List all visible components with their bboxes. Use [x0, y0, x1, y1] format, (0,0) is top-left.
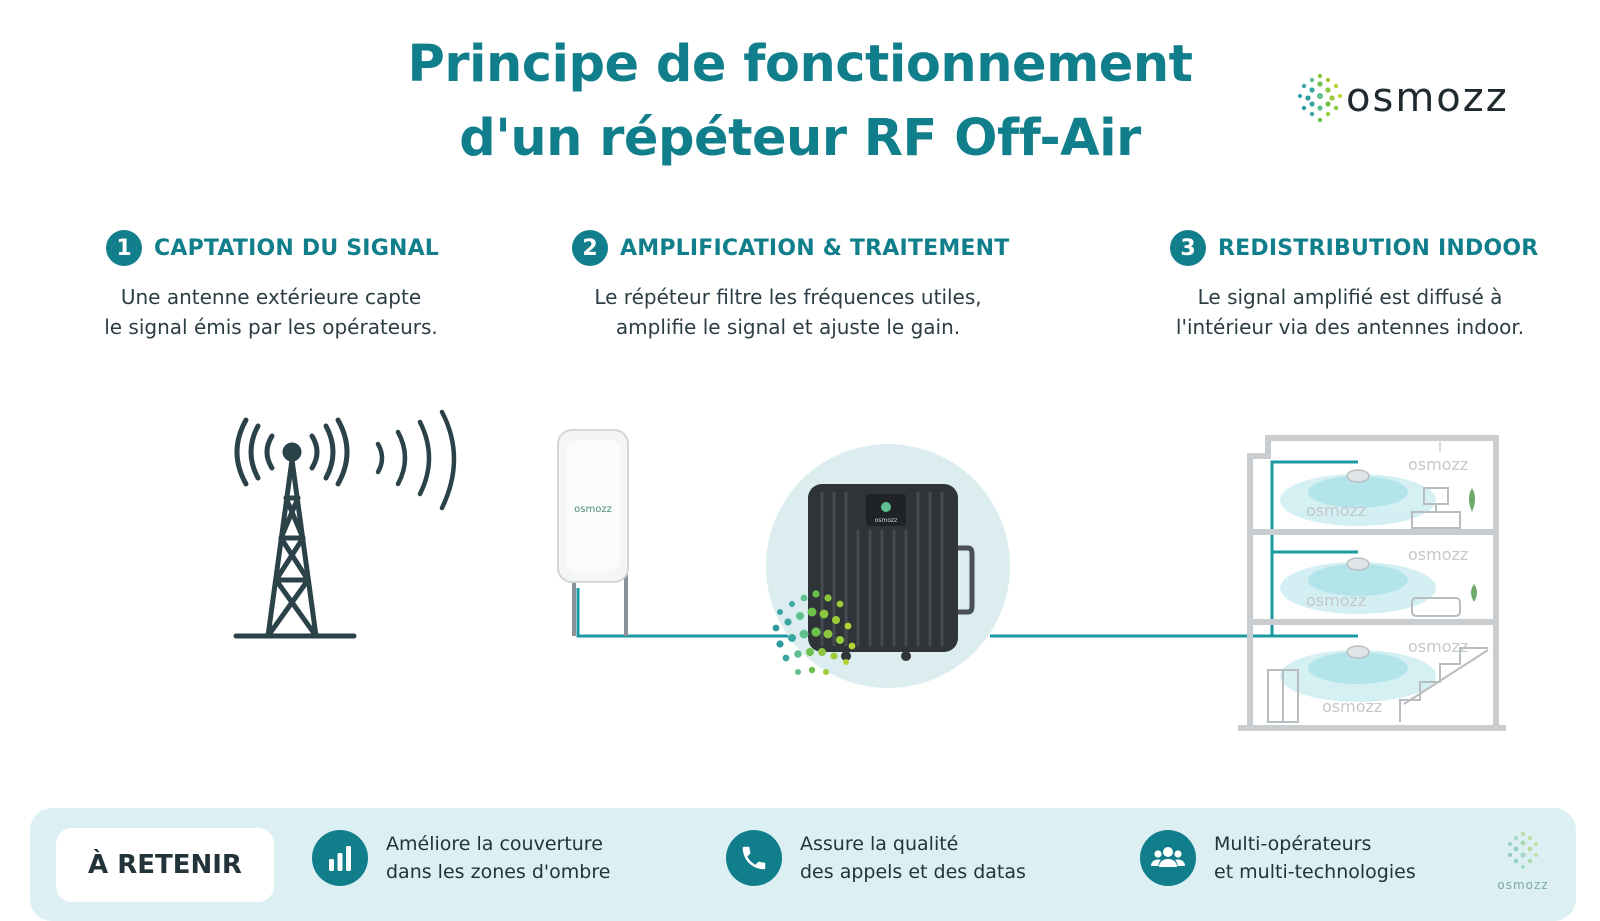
mini-logo-text: osmozz	[1497, 878, 1549, 892]
logo-text: osmozz	[1346, 75, 1509, 121]
dots-pattern-icon	[772, 590, 856, 675]
mini-osmozz-logo: osmozz	[1488, 828, 1558, 898]
feature-multi-operator-line-2: et multi-technologies	[1214, 861, 1416, 883]
step-2-label: AMPLIFICATION & TRAITEMENT	[620, 235, 1010, 261]
feature-multi-operator: Multi-opérateurs et multi-technologies	[1140, 830, 1416, 886]
feature-coverage-line-1: Améliore la couverture	[386, 833, 603, 855]
building-watermark-2: osmozz	[1306, 501, 1366, 520]
title-line-2: d'un répéteur RF Off-Air	[459, 109, 1141, 168]
repeater-icon: osmozz	[766, 444, 1010, 688]
step-1-header: 1 CAPTATION DU SIGNAL	[90, 230, 452, 266]
feature-multi-operator-text: Multi-opérateurs et multi-technologies	[1214, 830, 1416, 886]
step-3-desc-line-1: Le signal amplifié est diffusé à	[1197, 285, 1503, 309]
feature-coverage-text: Améliore la couverture dans les zones d'…	[386, 830, 610, 886]
step-1-desc-line-1: Une antenne extérieure capte	[120, 285, 422, 309]
step-2-desc-line-2: amplifie le signal et ajuste le gain.	[615, 315, 961, 339]
step-3-header: 3 REDISTRIBUTION INDOOR	[1166, 230, 1538, 266]
step-3-description: Le signal amplifié est diffusé à l'intér…	[1166, 282, 1534, 342]
title-line-1: Principe de fonctionnement	[407, 35, 1193, 94]
building-watermark-6: osmozz	[1322, 697, 1382, 716]
step-1-desc-line-2: le signal émis par les opérateurs.	[104, 315, 438, 339]
osmozz-logo: osmozz	[1296, 70, 1556, 130]
users-icon	[1140, 830, 1196, 886]
feature-call-quality-line-2: des appels et des datas	[800, 861, 1026, 883]
outdoor-antenna-icon: osmozz	[557, 429, 629, 636]
feature-coverage-line-2: dans les zones d'ombre	[386, 861, 611, 883]
feature-multi-operator-line-1: Multi-opérateurs	[1214, 833, 1372, 855]
step-2-number: 2	[572, 230, 608, 266]
cell-tower-icon	[233, 417, 357, 639]
building-watermark-4: osmozz	[1306, 591, 1366, 610]
step-1-number: 1	[106, 230, 142, 266]
feature-coverage: Améliore la couverture dans les zones d'…	[312, 830, 610, 886]
feature-call-quality-line-1: Assure la qualité	[800, 833, 959, 855]
step-2-desc-line-1: Le répéteur filtre les fréquences utiles…	[594, 285, 982, 309]
step-1-label: CAPTATION DU SIGNAL	[154, 235, 440, 261]
step-3-desc-line-2: l'intérieur via des antennes indoor.	[1175, 315, 1525, 339]
step-3: 3 REDISTRIBUTION INDOOR Le signal amplif…	[1166, 230, 1538, 339]
antenna-brand: osmozz	[574, 504, 612, 515]
step-1-description: Une antenne extérieure capte le signal é…	[90, 282, 452, 342]
bar-chart-icon	[312, 830, 368, 886]
step-2-description: Le répéteur filtre les fréquences utiles…	[572, 282, 1004, 342]
signal-waves-icon	[375, 409, 457, 511]
step-3-label: REDISTRIBUTION INDOOR	[1218, 235, 1539, 261]
feature-call-quality-text: Assure la qualité des appels et des data…	[800, 830, 1026, 886]
retain-label: À RETENIR	[56, 828, 274, 902]
key-points-panel: À RETENIR Améliore la couverture dans le…	[30, 808, 1576, 921]
step-2-header: 2 AMPLIFICATION & TRAITEMENT	[572, 230, 1009, 266]
coax-cables	[576, 460, 1358, 638]
building-watermark-5: osmozz	[1408, 637, 1468, 656]
building-watermark-3: osmozz	[1408, 545, 1468, 564]
step-1: 1 CAPTATION DU SIGNAL Une antenne extéri…	[90, 230, 452, 339]
phone-icon	[726, 830, 782, 886]
logo-dots-icon	[1298, 73, 1342, 123]
building-icon: osmozz osmozz osmozz osmozz osmozz osmoz…	[1238, 435, 1506, 731]
page-title: Principe de fonctionnement d'un répéteur…	[0, 28, 1600, 176]
step-3-number: 3	[1170, 230, 1206, 266]
step-2: 2 AMPLIFICATION & TRAITEMENT Le répéteur…	[572, 230, 1009, 339]
mini-logo-dots-icon	[1508, 832, 1538, 869]
repeater-brand: osmozz	[875, 517, 898, 524]
feature-call-quality: Assure la qualité des appels et des data…	[726, 830, 1026, 886]
building-watermark-1: osmozz	[1408, 455, 1468, 474]
